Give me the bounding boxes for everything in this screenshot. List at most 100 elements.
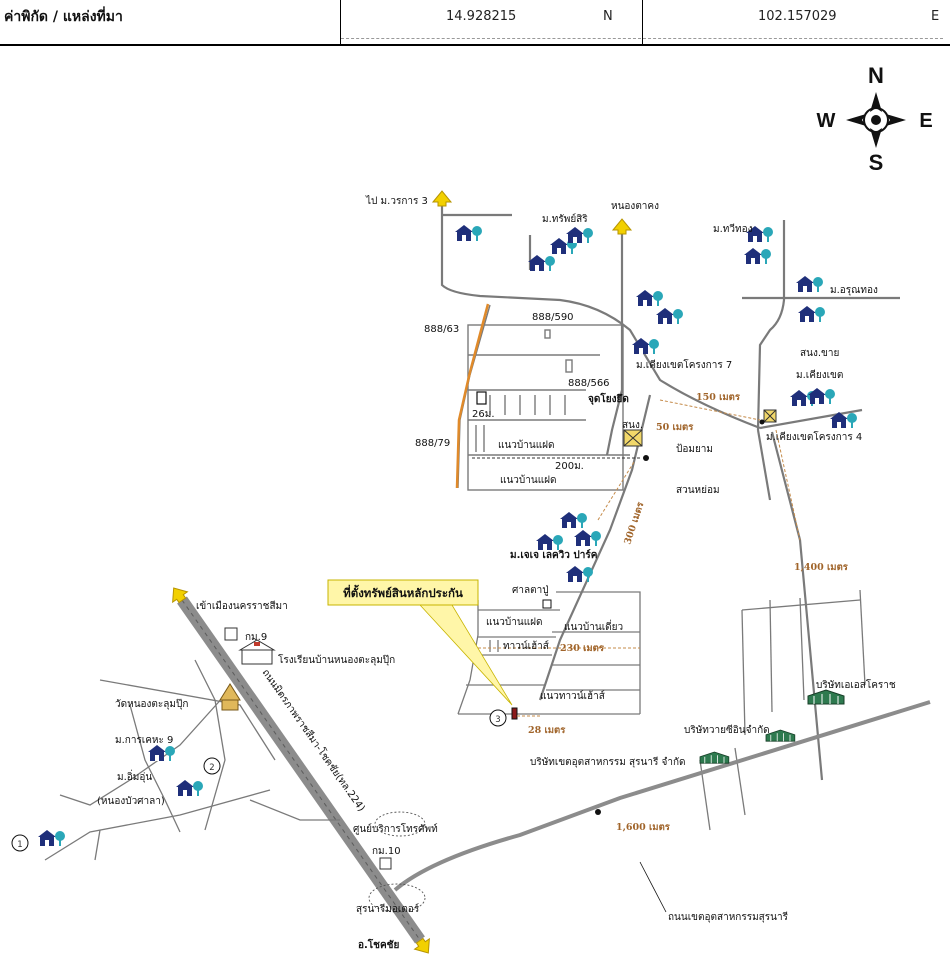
label-km10: กม.10 [372, 846, 401, 857]
km9-post-icon [224, 627, 238, 641]
label-200m: 200ม. [555, 461, 584, 472]
house-icon [528, 255, 555, 271]
subdivision-block [457, 304, 630, 491]
coordinate-header: ค่าพิกัด / แหล่งที่มา 14.928215 N 102.15… [0, 0, 950, 46]
distance-1400: 1,400 เมตร [794, 562, 849, 573]
house-icon [636, 290, 663, 306]
label-pom: ป้อมยาม [676, 443, 713, 455]
label-arunthong: ม.อรุณทอง [830, 285, 878, 296]
label-888-79: 888/79 [415, 438, 450, 449]
house-icon [574, 530, 601, 546]
distance-150: 150 เมตร [696, 392, 741, 403]
west-village-roads [44, 659, 340, 861]
industrial-roads [699, 589, 866, 831]
label-888-590: 888/590 [532, 312, 574, 323]
compass-s: S [869, 150, 884, 175]
label-naew-3: แนวบ้านแฝด [486, 616, 543, 628]
temple-icon [219, 683, 241, 711]
label-temple: วัดหนองตะลุมปุ๊ก [115, 698, 188, 710]
label-motor: สุรนารีมอเตอร์ [356, 903, 420, 915]
marker-2: 2 [209, 763, 214, 773]
numbered-markers: 1 2 3 [11, 709, 507, 852]
label-thawithong: ม.ทวีทอง [713, 223, 753, 235]
label-nongtako: หนองตาคง [611, 201, 659, 212]
label-townhouse-1: ทาวน์เฮ้าส์ [503, 640, 549, 652]
house-icon [566, 227, 593, 243]
school-icon [238, 639, 276, 665]
arrow-to-nongtako-icon [612, 218, 632, 235]
label-km9: กม.9 [245, 632, 267, 643]
label-karnkheha: ม.การเคหะ 9 [115, 735, 173, 746]
house-icon [656, 308, 683, 324]
factory-icon [765, 729, 796, 742]
house-icon [744, 248, 771, 264]
latitude-cell: 14.928215 N [340, 0, 643, 44]
label-jud-yong: จุดโยงยึด [588, 392, 629, 405]
label-school: โรงเรียนบ้านหนองตะลุมปุ๊ก [278, 653, 395, 666]
label-ind: บริษัทเขตอุตสาหกรรม สุรนารี จำกัด [530, 756, 686, 768]
label-kiangkhet7: ม.เคียงเขตโครงการ 7 [636, 358, 732, 371]
collateral-callout: ที่ตั้งทรัพย์สินหลักประกัน [327, 579, 513, 706]
label-888-63: 888/63 [424, 324, 459, 335]
longitude-value: 102.157029 [758, 9, 837, 24]
compass-w: W [817, 110, 836, 132]
anchor-point-marker [476, 391, 487, 405]
longitude-dir: E [931, 9, 940, 24]
label-to-worakarn: ไป ม.วรการ 3 [365, 195, 428, 207]
label-siam: บริษัทวายซีอินจำกัด [684, 724, 770, 736]
house-icon [560, 512, 587, 528]
label-kiangkhet: ม.เคียงเขต [796, 369, 843, 381]
distance-28: 28 เมตร [528, 725, 566, 736]
label-sj: บริษัทเอเอสโคราช [816, 678, 896, 691]
house-icon [38, 830, 65, 846]
label-26m: 26ม. [472, 409, 495, 420]
label-chokchai: อ.โชคชัย [358, 938, 399, 951]
longitude-cell: 102.157029 E [642, 0, 950, 44]
label-sapsiri: ม.ทรัพย์สิริ [542, 213, 588, 225]
km10-post-icon [379, 857, 392, 870]
callout-text: ที่ตั้งทรัพย์สินหลักประกัน [343, 584, 463, 600]
house-icon [796, 276, 823, 292]
label-snong: สนง. [622, 420, 643, 431]
label-snong-khai: สนง.ขาย [800, 348, 839, 359]
south-block [457, 591, 641, 715]
compass-e: E [919, 110, 932, 132]
house-icon [455, 225, 482, 241]
distance-300: 300 เมตร [622, 500, 646, 546]
label-to-city: เข้าเมืองนครราชสีมา [196, 600, 288, 612]
label-naew-single: แนวบ้านเดี่ยว [564, 619, 623, 633]
house-icon [536, 534, 563, 550]
label-imun-sub: (หนองบัวศาลา) [97, 796, 165, 807]
label-888-566: 888/566 [568, 378, 610, 389]
compass-rose-icon: N S W E [817, 63, 933, 175]
house-icon [566, 566, 593, 582]
house-icon [798, 306, 825, 322]
compass-n: N [868, 63, 884, 88]
label-ind-road: ถนนเขตอุตสาหกรรมสุรนารี [668, 911, 789, 923]
distance-1600: 1,600 เมตร [616, 822, 671, 833]
marker-1: 1 [17, 840, 22, 850]
house-icon [176, 780, 203, 796]
shrine-icon [542, 599, 552, 609]
label-naew-1: แนวบ้านแฝด [498, 439, 555, 451]
property-marker [511, 707, 518, 720]
house-icon [808, 388, 835, 404]
distance-50: 50 เมตร [656, 422, 694, 433]
factory-icon [699, 751, 730, 764]
latitude-value: 14.928215 [446, 9, 517, 24]
distance-230: 230 เมตร [560, 643, 605, 654]
label-kiangkhet4: ม.เคียงเขตโครงการ 4 [766, 430, 862, 443]
label-townhouse-2: แนวทาวน์เฮ้าส์ [540, 690, 605, 702]
label-jj: ม.เจเจ เลควิว ปาร์ค [510, 549, 598, 561]
industrial-estate-road [393, 700, 931, 892]
arrow-to-worakarn-icon [432, 190, 452, 207]
house-icon [148, 745, 175, 761]
label-sala: ศาลตาปู่ [512, 585, 549, 596]
latitude-dir: N [603, 9, 613, 24]
label-naew-2: แนวบ้านแฝด [500, 474, 557, 486]
house-icons [38, 225, 857, 846]
place-labels: ไป ม.วรการ 3 ม.ทรัพย์สิริ หนองตาคง ม.ทวี… [97, 195, 896, 951]
label-call-center: ศูนย์บริการโทรศัพท์ [353, 822, 438, 835]
label-imun: ม.อิ่มอุ่น [117, 769, 152, 783]
